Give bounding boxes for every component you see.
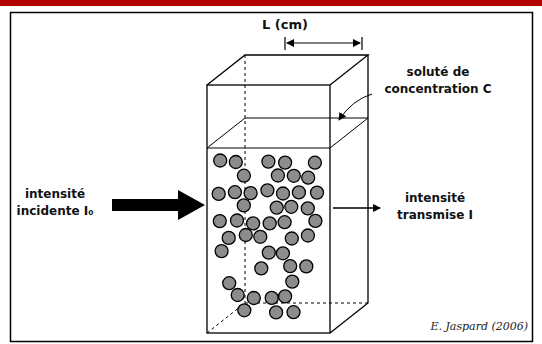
solute-particle bbox=[237, 199, 250, 212]
solute-particle bbox=[301, 229, 314, 242]
leader-line bbox=[339, 94, 372, 120]
solute-particle bbox=[301, 202, 314, 215]
solute-particle bbox=[244, 187, 257, 200]
solute-particle bbox=[212, 187, 225, 200]
cuvette-top bbox=[207, 55, 368, 85]
solute-particle bbox=[270, 201, 283, 214]
solute-particle bbox=[309, 214, 322, 227]
solute-particle bbox=[261, 184, 274, 197]
solute-particle bbox=[231, 289, 244, 302]
liquid-surface bbox=[207, 118, 368, 148]
hidden-edges bbox=[207, 55, 368, 333]
solute-particle bbox=[223, 277, 236, 290]
solute-particle bbox=[239, 229, 252, 242]
solute-particle bbox=[231, 214, 244, 227]
solute-particle bbox=[265, 291, 278, 304]
incident-label: intensité incidente I₀ bbox=[0, 186, 110, 220]
solute-particle bbox=[286, 275, 299, 288]
solute-particle bbox=[215, 245, 228, 258]
solute-particle bbox=[237, 169, 250, 182]
cuvette-front bbox=[207, 85, 330, 333]
solute-particle bbox=[287, 169, 300, 182]
solute-particle bbox=[277, 187, 290, 200]
top-bar bbox=[0, 0, 542, 6]
credit-note: E. Jaspard (2006) bbox=[430, 318, 528, 335]
solute-particle bbox=[229, 156, 242, 169]
solute-particle bbox=[255, 262, 268, 275]
incident-arrow bbox=[112, 190, 205, 220]
solute-particle bbox=[213, 215, 226, 228]
solute-particle bbox=[254, 230, 267, 243]
solute-particle bbox=[284, 260, 297, 273]
solute-particle bbox=[228, 186, 241, 199]
solute-particle bbox=[285, 232, 298, 245]
solute-particle bbox=[247, 292, 260, 305]
solute-particle bbox=[222, 231, 235, 244]
solute-particle bbox=[262, 246, 275, 259]
solute-particle bbox=[262, 155, 275, 168]
dimension-arrow bbox=[287, 42, 360, 43]
dimension-tick bbox=[284, 37, 285, 50]
solute-particle bbox=[278, 216, 291, 229]
hidden-edge bbox=[245, 303, 368, 304]
solute-particle bbox=[214, 154, 227, 167]
transmitted-label: intensité transmise I bbox=[385, 190, 485, 224]
solute-particle bbox=[308, 156, 321, 169]
solute-label: soluté de concentration C bbox=[368, 64, 508, 98]
solute-particle bbox=[247, 217, 260, 230]
solute-particle bbox=[300, 260, 313, 273]
liquid-level bbox=[207, 118, 368, 148]
solute-particle bbox=[279, 156, 292, 169]
solute-particle bbox=[238, 304, 251, 317]
dimension-tick bbox=[361, 37, 362, 50]
solute-particle bbox=[276, 247, 289, 260]
cuvette bbox=[207, 55, 368, 333]
frame bbox=[11, 13, 533, 342]
solute-particle bbox=[287, 306, 300, 319]
solute-particle bbox=[302, 171, 315, 184]
solute-particle bbox=[285, 200, 298, 213]
solute-particle bbox=[270, 306, 283, 319]
dimension-label: L (cm) bbox=[250, 16, 320, 33]
cuvette-side bbox=[330, 55, 368, 333]
transmitted-arrow bbox=[333, 207, 380, 208]
solute-particle bbox=[271, 169, 284, 182]
solute-particle bbox=[292, 186, 305, 199]
solute-particles bbox=[212, 154, 323, 319]
solute-particle bbox=[311, 186, 324, 199]
solute-particle bbox=[279, 290, 292, 303]
dimension-L bbox=[285, 37, 362, 50]
solute-particle bbox=[263, 217, 276, 230]
